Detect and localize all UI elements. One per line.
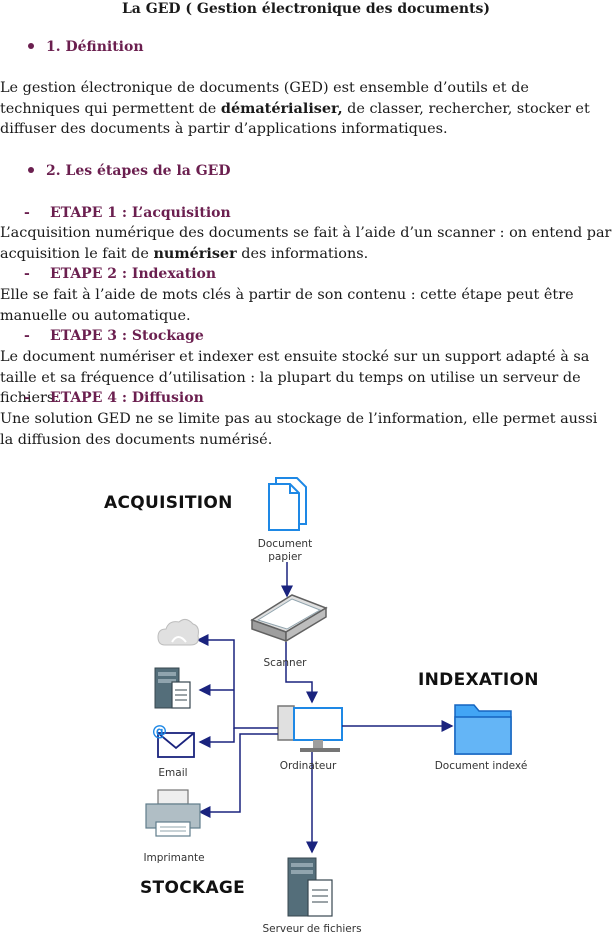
stage-stockage: STOCKAGE [140, 878, 246, 898]
label-document-papier: Document papier [257, 538, 313, 563]
computer-icon [277, 705, 343, 752]
label-document-indexe: Document indexé [434, 760, 528, 772]
label-email: Email [158, 767, 188, 779]
cloud-icon [157, 618, 199, 646]
step-heading-3: - ETAPE 3 : Stockage [24, 327, 204, 345]
label-serveur-fichiers: Serveur de fichiers [262, 923, 362, 935]
dash-marker: - [24, 266, 30, 282]
step-heading-4: - ETAPE 4 : Diffusion [24, 389, 204, 407]
dash-marker: - [24, 328, 30, 344]
step-heading-2: - ETAPE 2 : Indexation [24, 265, 216, 283]
section-heading-definition: 1. Définition [28, 38, 144, 56]
page-title: La GED ( Gestion électronique des docume… [121, 1, 491, 17]
definition-paragraph: Le gestion électronique de documents (GE… [0, 78, 612, 140]
step-text-start: L’acquisition numérique des documents se… [0, 225, 612, 262]
step-heading-label: ETAPE 2 : Indexation [50, 266, 217, 282]
label-ordinateur: Ordinateur [279, 760, 337, 772]
ged-diagram: @ ACQUISITION INDEXATION [0, 460, 612, 936]
label-imprimante: Imprimante [143, 852, 205, 864]
dash-marker: - [24, 205, 30, 221]
diffusion-lines [196, 634, 278, 818]
stage-indexation: INDEXATION [418, 670, 539, 690]
definition-text-start: Le gestion électronique de documents (GE… [0, 80, 529, 117]
printer-icon [145, 789, 201, 837]
section-heading-label: 1. Définition [46, 39, 144, 55]
scanner-icon [250, 594, 328, 643]
step-heading-label: ETAPE 3 : Stockage [50, 328, 204, 344]
step-heading-label: ETAPE 4 : Diffusion [50, 390, 204, 406]
bullet-icon [28, 166, 34, 173]
server-document-icon [154, 667, 191, 709]
label-scanner: Scanner [263, 657, 307, 669]
svg-text:@: @ [152, 722, 167, 740]
section-heading-label: 2. Les étapes de la GED [46, 163, 231, 179]
section-heading-steps: 2. Les étapes de la GED [28, 162, 231, 180]
diagram-canvas: @ [145, 477, 512, 917]
email-icon: @ [152, 722, 195, 758]
definition-text-end: de classer, rechercher, stocker et diffu… [0, 100, 590, 138]
document-icon [268, 477, 307, 531]
stage-acquisition: ACQUISITION [104, 493, 233, 513]
step-heading-label: ETAPE 1 : L’acquisition [50, 205, 231, 221]
dash-marker: - [24, 390, 30, 406]
step-paragraph-3: Le document numériser et indexer est ens… [0, 349, 590, 406]
folder-icon [454, 704, 512, 755]
step-text-bold: numériser [153, 244, 237, 262]
step-paragraph-4: Une solution GED ne se limite pas au sto… [0, 411, 598, 448]
step-paragraph-2: Elle se fait à l’aide de mots clés à par… [0, 287, 574, 324]
bullet-icon [28, 42, 34, 49]
arrow-scanner-computer [285, 642, 318, 704]
step-heading-1: - ETAPE 1 : L’acquisition [24, 204, 231, 222]
step-text-end: des informations. [236, 245, 369, 262]
step-paragraph-1: L’acquisition numérique des documents se… [0, 223, 612, 264]
file-server-icon [287, 857, 333, 917]
definition-text-bold: dématérialiser, [220, 99, 343, 117]
